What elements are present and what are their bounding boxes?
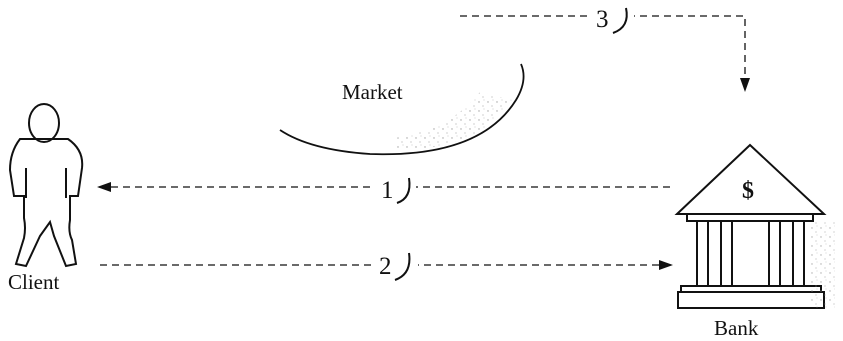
client-label: Client — [8, 270, 59, 294]
step-1-bracket — [396, 177, 411, 204]
step-2-bracket — [394, 252, 411, 281]
market-bowl — [279, 63, 525, 156]
client-icon — [8, 103, 84, 268]
arrow-2-gap — [372, 249, 418, 283]
market-group: Market — [279, 63, 525, 156]
bank-symbol: $ — [742, 178, 754, 204]
bank-icon — [674, 143, 835, 309]
step-2-number: 2 — [379, 253, 392, 280]
step-3-bracket — [612, 7, 628, 34]
step-1-number: 1 — [381, 177, 394, 204]
bank-label: Bank — [714, 316, 759, 340]
market-label: Market — [342, 80, 403, 104]
market-speckle — [395, 92, 512, 150]
step-3-number: 3 — [596, 6, 609, 33]
